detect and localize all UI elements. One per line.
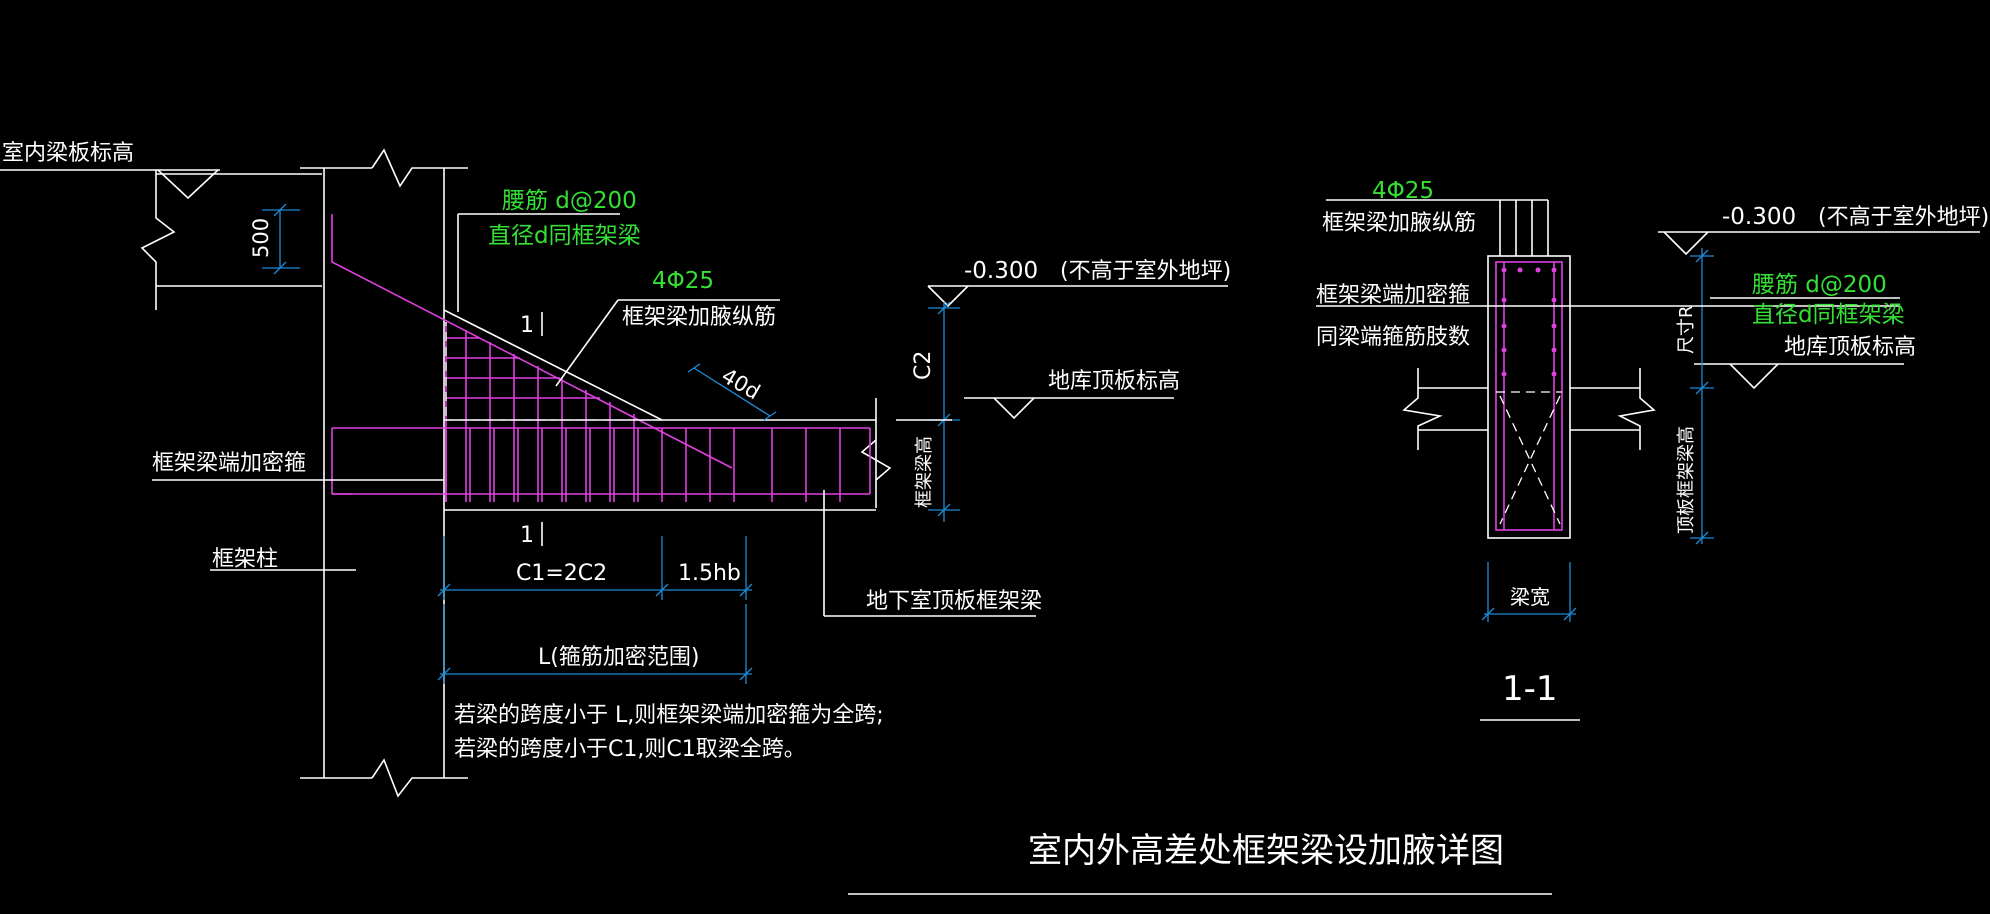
haunch-bar-count-label: 4Φ25 [652,268,714,294]
section-exterior-elevation [1658,231,1980,256]
main-detail: 室内梁板标高 500 [0,141,1231,798]
beam-height-label: 框架梁高 [914,436,935,508]
section-bars [1496,262,1562,530]
dim-500-line [262,203,300,275]
section-garage-elevation [1694,363,1904,390]
basement-beam-label: 地下室顶板框架梁 [866,589,1042,614]
section-mark-bottom-label: 1 [520,523,534,548]
section-detail: 4Φ25 框架梁加腋纵筋 -0.300 (不高于室外地坪) 框架梁端加密箍 同梁… [1316,178,1989,721]
dim-vertical-right [896,301,960,522]
dim-500-label: 500 [249,218,273,258]
waist-bar-note-label: 直径d同框架梁 [488,223,641,249]
column-label: 框架柱 [212,547,278,572]
section-width-dim [1481,562,1577,622]
section-garage-elevation-label: 地库顶板标高 [1784,335,1916,360]
section-slabs [1402,368,1656,450]
section-haunch-bar-label: 框架梁加腋纵筋 [1322,211,1476,236]
section-waist-bar-note: 直径d同框架梁 [1752,302,1905,328]
section-beam-width-label: 梁宽 [1510,585,1550,609]
dim-horizontal-l [437,604,753,684]
section-dim-r-label: 尺寸R [1676,305,1697,354]
indoor-elevation-marker [0,169,220,200]
section-vertical-dims [1690,248,1714,545]
section-waist-bar-spec: 腰筋 d@200 [1752,272,1887,298]
section-stirrup [1495,261,1563,531]
dim-horizontal-c1 [437,536,753,600]
section-top-bars [1326,199,1549,256]
stirrup-label: 框架梁端加密箍 [152,451,306,476]
section-stirrup-note: 同梁端箍筋肢数 [1316,325,1470,350]
section-title: 1-1 [1502,669,1558,709]
section-stirrup-label: 框架梁端加密箍 [1316,283,1470,308]
haunch-grid [445,322,635,502]
drawing-title: 室内外高差处框架梁设加腋详图 [1028,831,1504,871]
exterior-elevation-marker [927,285,1228,308]
note-line-1: 若梁的跨度小于 L,则框架梁端加密箍为全跨; [454,703,884,728]
basement-beam-outline [444,398,892,511]
exterior-elevation-note: (不高于室外地坪) [1060,259,1231,284]
waist-bar-spec-label: 腰筋 d@200 [502,188,637,214]
haunch-bar-label: 框架梁加腋纵筋 [622,305,776,330]
dim-c2-label: C2 [911,351,936,380]
section-outline [1487,255,1571,539]
indoor-slab-elevation-label: 室内梁板标高 [2,141,134,166]
section-mark-top-label: 1 [520,313,534,338]
upper-slab [140,170,322,310]
dim-40d-line [687,363,777,421]
beam-rebar [331,427,871,502]
dim-15hb-label: 1.5hb [678,561,741,586]
exterior-elevation-value: -0.300 [964,258,1038,284]
note-line-2: 若梁的跨度小于C1,则C1取梁全跨。 [454,737,806,762]
section-elevation-value: -0.300 [1722,204,1796,230]
section-bar-count-label: 4Φ25 [1372,178,1434,204]
section-bar-dots [1501,267,1557,377]
section-roof-beam-height-label: 顶板框架梁高 [1676,426,1697,534]
garage-elevation-marker [964,397,1174,420]
haunch-slope [443,309,663,421]
haunch-bar [331,214,733,469]
garage-roof-elevation-label: 地库顶板标高 [1048,369,1180,394]
dim-l-label: L(箍筋加密范围) [538,645,699,670]
frame-column [300,148,468,798]
haunch-label-leader [555,299,619,387]
dim-c1-label: C1=2C2 [516,561,607,586]
section-elevation-note: (不高于室外地坪) [1818,205,1989,230]
